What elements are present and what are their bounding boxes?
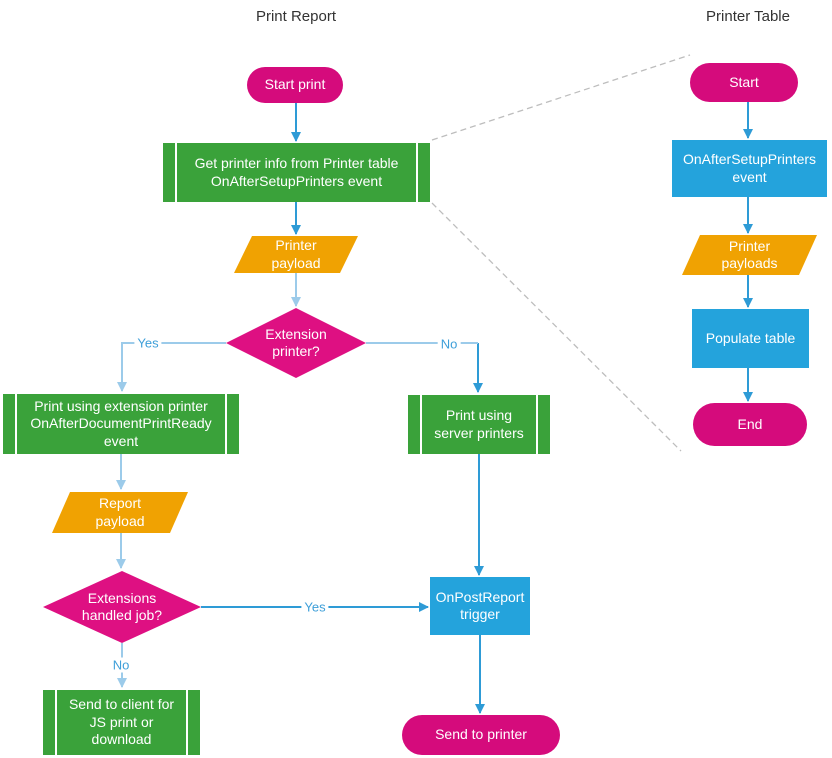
node-end: End [693, 403, 807, 446]
node-onaftersetupprinters-event: OnAfterSetupPrinters event [672, 140, 827, 197]
node-send-to-printer: Send to printer [402, 715, 560, 755]
node-report-payload: Report payload [52, 492, 188, 533]
printer-table-title: Printer Table [706, 8, 790, 25]
node-printer-payload: Printer payload [234, 236, 358, 273]
edge-label-yes: Yes [134, 335, 162, 351]
edge-label-no: No [437, 336, 461, 352]
connector-yes-branch [117, 342, 226, 392]
node-get-printer-info: Get printer info from Printer table OnAf… [163, 143, 430, 202]
node-send-to-client: Send to client for JS print or download [43, 690, 200, 755]
edge-label-no-2: No [109, 657, 133, 673]
node-printer-payloads: Printer payloads [682, 235, 817, 275]
node-onpostreport-trigger: OnPostReport trigger [430, 577, 530, 635]
node-populate-table: Populate table [692, 309, 809, 368]
callout-dashed-line-bottom [431, 202, 682, 452]
callout-dashed-line-top [431, 54, 691, 141]
print-report-title: Print Report [255, 8, 337, 25]
node-start-2: Start [690, 63, 798, 102]
node-print-using-server: Print using server printers [408, 395, 550, 454]
node-start-print: Start print [247, 67, 343, 103]
node-print-using-extension: Print using extension printer OnAfterDoc… [3, 394, 239, 454]
edge-label-yes-2: Yes [301, 599, 329, 615]
